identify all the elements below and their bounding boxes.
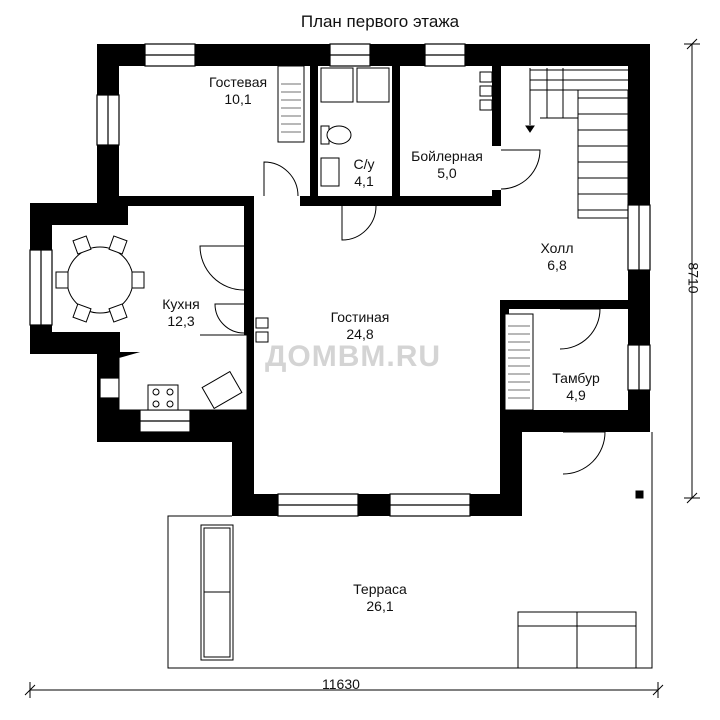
room-area: 24,8 bbox=[346, 326, 374, 342]
room-label-hall: Холл 6,8 bbox=[541, 240, 574, 274]
room-name: Гостевая bbox=[208, 74, 268, 90]
bathroom-fixtures bbox=[320, 67, 390, 187]
room-label-vestibule: Тамбур 4,9 bbox=[552, 370, 600, 404]
room-area: 4,9 bbox=[566, 387, 586, 403]
room-area: 6,8 bbox=[547, 257, 567, 273]
room-label-terrace: Терраса 26,1 bbox=[353, 581, 407, 615]
room-area: 12,3 bbox=[167, 313, 195, 329]
room-label-bathroom: С/у 4,1 bbox=[354, 156, 375, 190]
vent-blocks bbox=[255, 71, 493, 343]
room-name: Бойлерная bbox=[411, 148, 483, 164]
room-area: 5,0 bbox=[437, 165, 457, 181]
dimension-width: 11630 bbox=[322, 676, 360, 692]
watermark: ДОМВМ.RU bbox=[265, 340, 442, 373]
page-title: План первого этажа bbox=[300, 12, 460, 31]
terrace bbox=[167, 432, 653, 669]
room-name: Гостиная bbox=[330, 309, 390, 325]
room-name: Терраса bbox=[353, 581, 407, 597]
doors bbox=[199, 149, 606, 475]
room-area: 4,1 bbox=[354, 173, 374, 189]
room-name: С/у bbox=[353, 156, 375, 172]
room-label-kitchen: Кухня 12,3 bbox=[162, 296, 199, 330]
staircase bbox=[525, 68, 630, 219]
room-name: Тамбур bbox=[552, 370, 600, 386]
wardrobes bbox=[277, 65, 534, 411]
dimension-height: 8710 bbox=[685, 262, 702, 294]
room-area: 26,1 bbox=[366, 598, 394, 614]
kitchen-furniture bbox=[55, 235, 248, 411]
room-label-guest: Гостевая 10,1 bbox=[209, 74, 267, 108]
room-name: Кухня bbox=[162, 296, 200, 312]
room-area: 10,1 bbox=[224, 91, 252, 107]
room-label-boiler: Бойлерная 5,0 bbox=[411, 148, 483, 182]
dimension-lines bbox=[24, 38, 700, 698]
room-label-living: Гостиная 24,8 bbox=[331, 309, 390, 343]
windows bbox=[29, 43, 651, 517]
room-name: Холл bbox=[540, 240, 574, 256]
